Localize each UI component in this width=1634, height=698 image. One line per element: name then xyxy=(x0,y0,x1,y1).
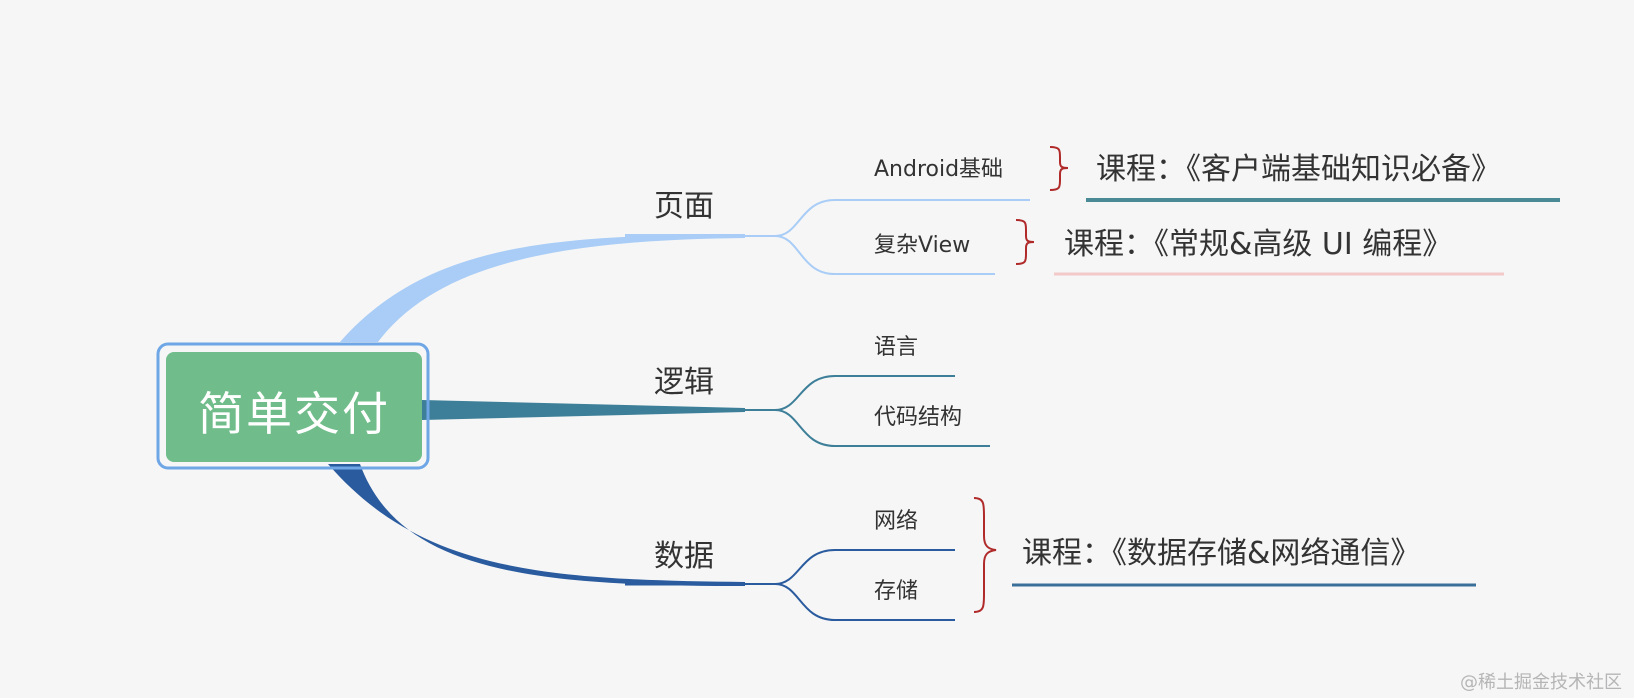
connector-center-to-logic xyxy=(422,400,745,420)
center-node-outline xyxy=(156,342,430,470)
branch-label-logic[interactable]: 逻辑 xyxy=(654,365,714,400)
course-ui-programming[interactable]: 课程：《常规&高级 UI 编程》 xyxy=(1064,227,1452,262)
course-client-basics[interactable]: 课程：《客户端基础知识必备》 xyxy=(1096,152,1501,187)
watermark: @稀土掘金技术社区 xyxy=(1460,672,1622,693)
brace-complex-view xyxy=(1015,219,1035,265)
center-node-label: 简单交付 xyxy=(198,387,390,441)
brace-data xyxy=(973,497,997,613)
connector-center-to-page xyxy=(340,234,745,342)
fork-page xyxy=(745,199,1030,275)
fork-data xyxy=(745,549,955,621)
branch-label-page[interactable]: 页面 xyxy=(654,189,714,224)
leaf-android-basics[interactable]: Android基础 xyxy=(874,157,1003,182)
leaf-code-structure[interactable]: 代码结构 xyxy=(874,405,962,430)
leaf-language[interactable]: 语言 xyxy=(874,335,918,360)
leaf-network[interactable]: 网络 xyxy=(874,509,918,534)
fork-logic xyxy=(745,375,990,447)
leaf-storage[interactable]: 存储 xyxy=(874,579,918,604)
course-data-network[interactable]: 课程：《数据存储&网络通信》 xyxy=(1022,536,1420,571)
branch-label-data[interactable]: 数据 xyxy=(654,539,714,574)
brace-android-basics xyxy=(1049,146,1069,191)
center-node[interactable] xyxy=(166,352,422,462)
leaf-complex-view[interactable]: 复杂View xyxy=(874,233,970,258)
